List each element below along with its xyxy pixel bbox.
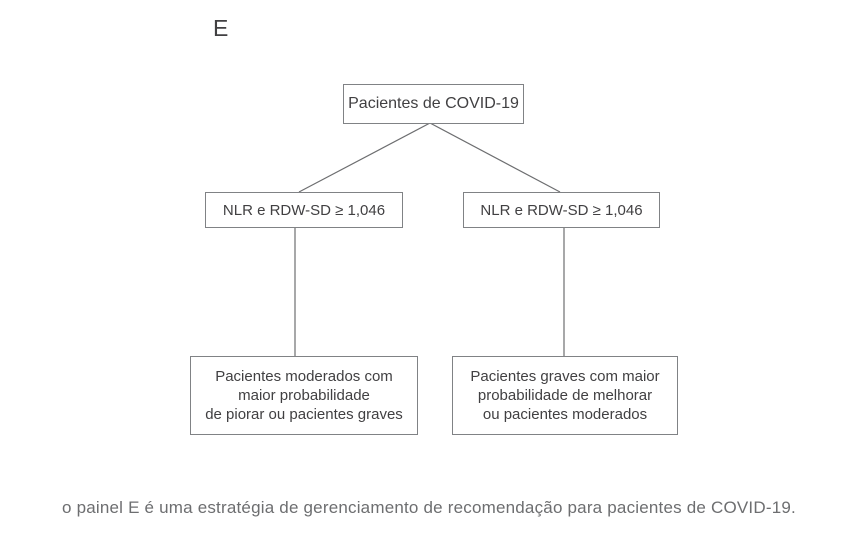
figure-caption: o painel E é uma estratégia de gerenciam… <box>62 498 796 517</box>
node-outcome-severe-patients: Pacientes graves com maior probabilidade… <box>452 356 678 435</box>
node-covid-patients-label: Pacientes de COVID-19 <box>348 95 519 112</box>
leaf-line: Pacientes moderados com <box>215 368 393 385</box>
node-covid-patients: Pacientes de COVID-19 <box>343 84 524 124</box>
connector-root-to-left-branch <box>298 122 431 193</box>
panel-label: E <box>213 15 229 41</box>
node-criterion-right: NLR e RDW-SD ≥ 1,046 <box>463 192 660 228</box>
node-outcome-moderate-text: Pacientes moderados com maior probabilid… <box>205 367 403 424</box>
connector-root-to-right-branch <box>429 122 561 193</box>
leaf-line: de piorar ou pacientes graves <box>205 406 403 423</box>
leaf-line: probabilidade de melhorar <box>477 387 653 404</box>
node-criterion-right-label: NLR e RDW-SD ≥ 1,046 <box>480 201 643 219</box>
node-outcome-moderate-patients: Pacientes moderados com maior probabilid… <box>190 356 418 435</box>
node-criterion-left: NLR e RDW-SD ≥ 1,046 <box>205 192 403 228</box>
leaf-line: maior probabilidade <box>238 387 370 404</box>
node-criterion-left-label: NLR e RDW-SD ≥ 1,046 <box>222 201 386 219</box>
leaf-line: ou pacientes moderados <box>482 406 648 423</box>
node-outcome-severe-text: Pacientes graves com maior probabilidade… <box>470 367 659 424</box>
leaf-line: Pacientes graves com maior <box>470 368 660 385</box>
